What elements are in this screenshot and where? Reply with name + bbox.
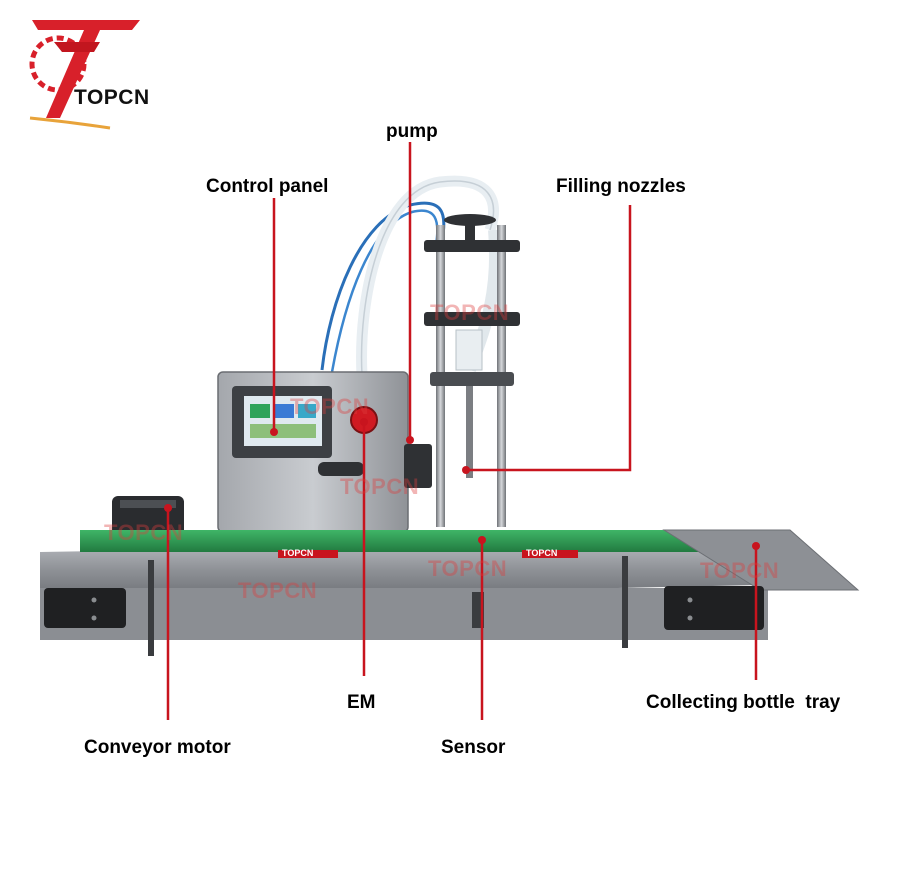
leader-lines <box>166 142 758 720</box>
watermark-text: TOPCN <box>340 474 420 499</box>
topcn-logo-mark <box>29 20 140 130</box>
belt-brand-tag: TOPCN <box>526 548 558 558</box>
label-control-panel: Control panel <box>206 176 329 197</box>
belt-brand-tag: TOPCN <box>282 548 314 558</box>
filling-head <box>404 214 520 527</box>
label-collecting-bottle-tray: Collecting bottle tray <box>646 692 841 713</box>
leader-dots <box>164 418 760 550</box>
watermark-text: TOPCN <box>238 578 318 603</box>
watermark-text: TOPCN <box>428 556 508 581</box>
label-conveyor-motor: Conveyor motor <box>84 737 231 758</box>
watermark-text: TOPCN <box>430 300 510 325</box>
label-filling-nozzles: Filling nozzles <box>556 176 686 197</box>
label-sensor: Sensor <box>441 737 506 758</box>
watermark-text: TOPCN <box>290 394 370 419</box>
brand-name: TOPCN <box>74 86 150 109</box>
label-pump: pump <box>386 121 438 142</box>
watermark-text: TOPCN <box>700 558 780 583</box>
watermark-text: TOPCN <box>104 520 184 545</box>
conveyor <box>40 529 860 656</box>
label-em: EM <box>347 692 376 713</box>
